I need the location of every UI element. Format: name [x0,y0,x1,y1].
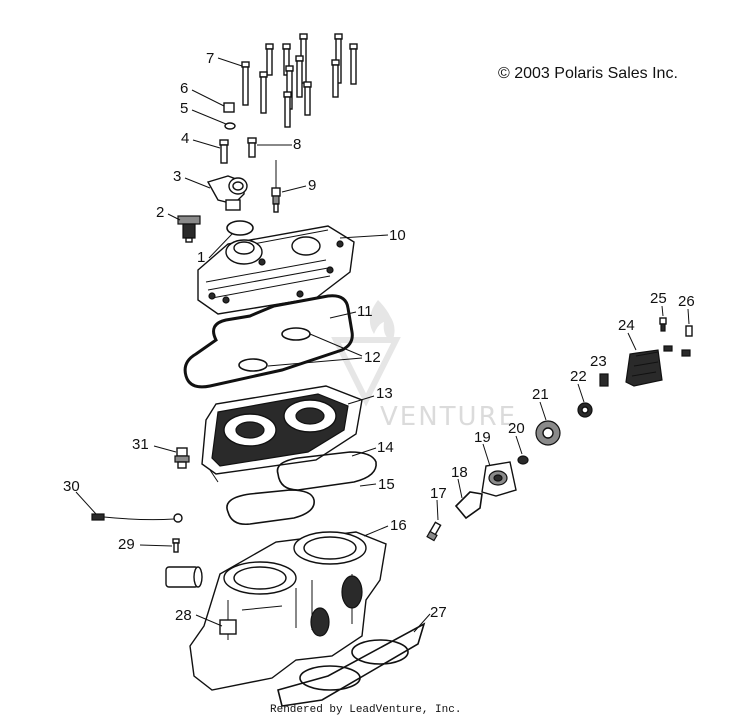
callout-17: 17 [430,485,447,502]
callout-5: 5 [180,100,188,117]
callout-22: 22 [570,368,587,385]
watermark-text: VENTURE [380,402,517,432]
part-13-cylinder-head-insert [201,385,363,483]
callout-15: 15 [378,476,395,493]
part-19-pump-housing [481,461,517,497]
callout-7: 7 [206,50,214,67]
copyright-text: © 2003 Polaris Sales Inc. [498,65,678,82]
callout-11: 11 [357,303,373,320]
callout-4: 4 [181,130,189,147]
part-20-seal [517,455,529,465]
callout-3: 3 [173,168,181,185]
part-17-shaft [426,521,442,542]
callout-14: 14 [377,439,394,456]
part-29-screw [172,538,180,553]
part-25-screw [659,317,667,332]
part-9-temperature-sensor [271,160,281,213]
part-3-thermostat-housing [206,175,248,211]
callout-23: 23 [590,353,607,370]
callout-13: 13 [376,385,393,402]
callout-1: 1 [197,249,205,266]
callout-27: 27 [430,604,447,621]
part-22-bearing [577,402,593,418]
part-4-bolt [219,139,229,164]
cylinder-head-bolts [241,33,358,128]
callout-2: 2 [156,204,164,221]
part-10-cylinder-head [197,225,355,315]
part-23-spring [599,373,609,387]
part-30-sensor-wire [91,513,183,523]
part-15-gasket [226,489,315,526]
callout-30: 30 [63,478,80,495]
callout-6: 6 [180,80,188,97]
callout-25: 25 [650,290,667,307]
callout-10: 10 [389,227,406,244]
part-26-screws [663,325,693,357]
part-5-washer [224,122,236,130]
part-16-cylinder [165,531,387,691]
part-27-base-gasket [277,622,426,707]
part-18-gasket [454,491,483,520]
callout-26: 26 [678,293,695,310]
callout-21: 21 [532,386,549,403]
part-11-head-gasket [183,294,354,389]
callout-18: 18 [451,464,468,481]
part-6-nut [223,102,235,113]
part-8-bolt [247,137,257,158]
callout-31: 31 [132,436,149,453]
callout-24: 24 [618,317,635,334]
rendered-by-text: Rendered by LeadVenture, Inc. [270,704,461,716]
leadventure-watermark: VENTURE [331,300,517,432]
callout-28: 28 [175,607,192,624]
callout-9: 9 [308,177,316,194]
part-14-gasket [276,451,377,491]
part-24-pump-cover [625,349,663,387]
part-1-o-ring [226,220,254,236]
callout-16: 16 [390,517,407,534]
callout-12: 12 [364,349,381,366]
part-31-fitting [174,447,190,469]
callout-20: 20 [508,420,525,437]
part-21-impeller [535,420,561,446]
callout-29: 29 [118,536,135,553]
callout-19: 19 [474,429,491,446]
part-2-thermostat [177,215,201,243]
callout-8: 8 [293,136,301,153]
